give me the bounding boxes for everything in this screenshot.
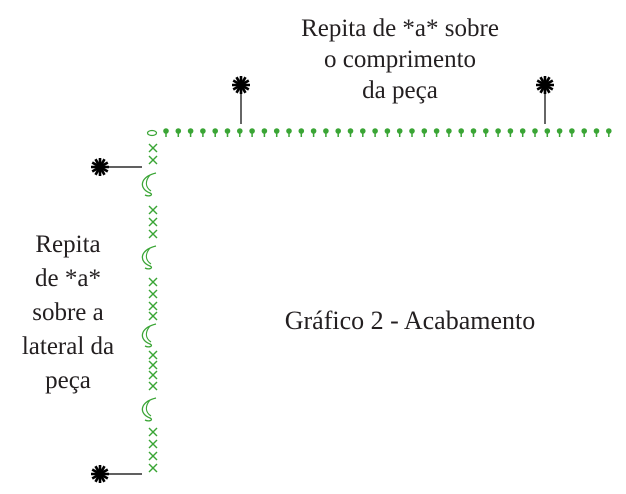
side-instruction-line-4: lateral da: [21, 333, 115, 360]
cross-stitch: [148, 427, 158, 437]
dot-stitch: [261, 128, 268, 137]
dot-stitch: [544, 128, 551, 137]
corner-chain-stitch: [146, 129, 158, 137]
dot-stitch: [212, 128, 218, 137]
cross-stitch: [148, 217, 158, 227]
dot-stitch: [483, 128, 489, 137]
side-repeat-instruction: Repita de *a* sobre a lateral da peça: [0, 228, 136, 398]
dot-stitch: [224, 128, 231, 137]
dot-stitch: [360, 128, 366, 137]
dot-stitch: [298, 128, 305, 137]
chain-loop: [141, 323, 157, 348]
dot-stitch: [347, 128, 354, 137]
cross-stitch: [148, 277, 158, 287]
cross-stitch: [148, 311, 158, 321]
dot-stitch: [569, 128, 575, 137]
cross-stitch: [148, 205, 158, 215]
dot-stitch: [187, 128, 194, 137]
cross-stitch: [148, 463, 158, 473]
chain-loop: [141, 172, 157, 197]
cross-stitch: [148, 229, 158, 239]
side-stitch-column: [141, 143, 158, 473]
top-repeat-instruction: Repita de *a* sobre o comprimento da peç…: [240, 13, 560, 106]
dot-stitch: [421, 128, 428, 137]
cross-stitch: [148, 360, 158, 370]
asterisk-marker: [91, 158, 109, 176]
dot-stitch: [237, 128, 243, 137]
chain-loop: [141, 397, 157, 422]
dot-stitch: [323, 128, 329, 137]
top-stitch-row: [146, 128, 612, 137]
cross-stitch: [148, 439, 158, 449]
cross-stitch: [148, 289, 158, 299]
dot-stitch: [273, 128, 280, 137]
dot-stitch: [495, 128, 501, 137]
dot-stitch: [458, 128, 465, 137]
cross-stitch: [148, 370, 158, 380]
dot-stitch: [507, 128, 514, 137]
side-instruction-line-5: peça: [45, 367, 91, 394]
dot-stitch: [433, 128, 440, 137]
top-instruction-line-1: Repita de *a* sobre: [301, 15, 499, 42]
asterisk-marker: [232, 76, 250, 94]
dot-stitch: [593, 128, 600, 137]
repeat-markers: [91, 76, 554, 483]
dot-stitch: [163, 128, 169, 137]
dot-stitch: [581, 128, 587, 137]
chart-title: Gráfico 2 - Acabamento: [284, 306, 536, 335]
asterisk-marker: [536, 76, 554, 94]
dot-stitch: [519, 128, 526, 137]
dot-stitch: [175, 128, 182, 137]
cross-stitch: [148, 155, 158, 165]
dot-stitch: [556, 128, 563, 137]
top-instruction-line-3: da peça: [362, 77, 438, 104]
dot-stitch: [446, 128, 452, 137]
dot-stitch: [200, 128, 206, 137]
dot-stitch: [310, 128, 317, 137]
cross-stitch: [148, 301, 158, 311]
dot-stitch: [249, 128, 255, 137]
dot-stitch: [335, 128, 342, 137]
dot-stitch: [384, 128, 391, 137]
cross-stitch: [148, 451, 158, 461]
side-instruction-line-1: Repita: [35, 231, 101, 258]
dot-stitch: [470, 128, 477, 137]
asterisk-marker: [91, 465, 109, 483]
side-instruction-line-2: de *a*: [35, 265, 101, 292]
cross-stitch: [148, 350, 158, 360]
cross-stitch: [148, 143, 158, 153]
cross-stitch: [148, 381, 158, 391]
side-instruction-line-3: sobre a: [32, 299, 104, 326]
dot-stitch: [372, 128, 378, 137]
top-instruction-line-2: o comprimento: [323, 46, 477, 73]
dot-stitch: [606, 128, 612, 137]
dot-stitch: [532, 128, 538, 137]
chain-loop: [141, 245, 157, 270]
dot-stitch: [286, 128, 292, 137]
dot-stitch: [396, 128, 403, 137]
dot-stitch: [409, 128, 415, 137]
